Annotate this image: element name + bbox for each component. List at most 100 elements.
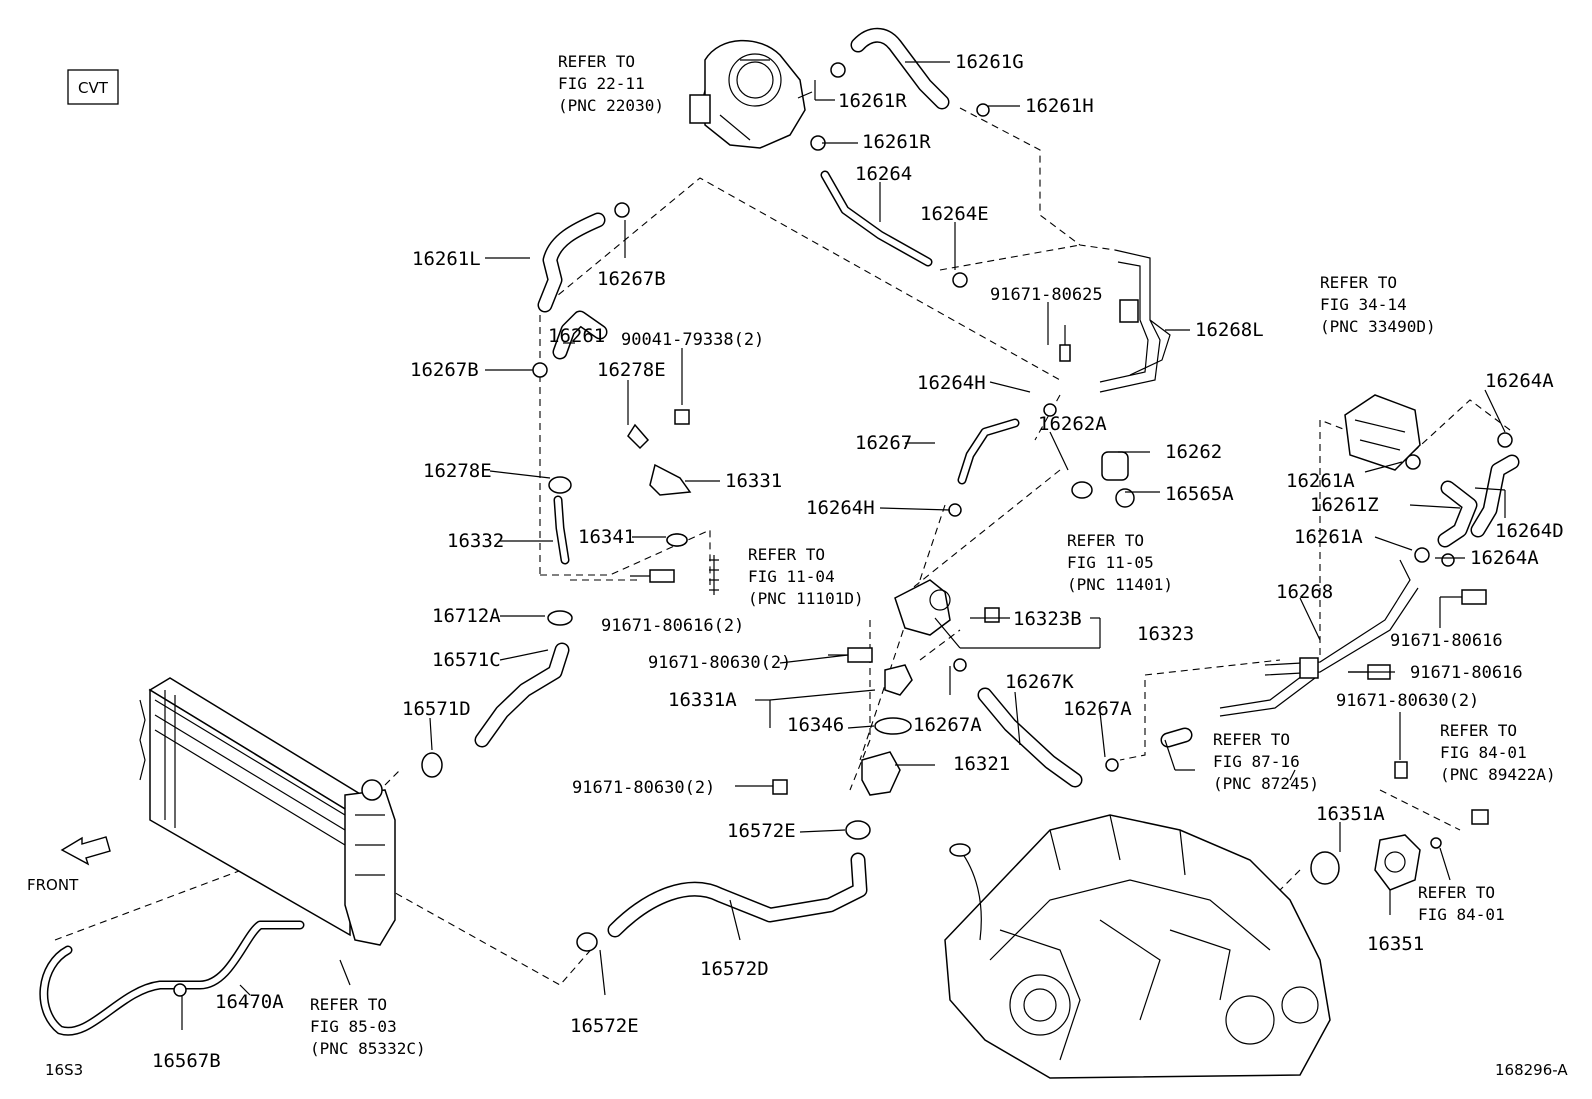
clamps-and-fittings: [173, 62, 1513, 997]
reference-fig-11-05: REFER TO FIG 11-05 (PNC 11401): [1067, 531, 1173, 594]
part-label: 16712A: [432, 605, 501, 627]
part-label: 16571D: [402, 698, 471, 720]
part-label: 16267K: [1005, 671, 1074, 693]
part-label: 16331: [725, 470, 782, 492]
svg-text:REFER TO: REFER TO: [1067, 531, 1144, 550]
part-label: 16268L: [1195, 319, 1264, 341]
part-label: 16321: [953, 753, 1010, 775]
svg-text:(PNC 89422A): (PNC 89422A): [1440, 765, 1556, 784]
ecu-bracket-part: [1344, 394, 1421, 471]
front-arrow-icon: [60, 836, 111, 866]
part-label: 91671-80616: [1410, 663, 1523, 683]
leader-lines: [181, 61, 1506, 1030]
part-label: 16261A: [1286, 470, 1355, 492]
part-label: 16264D: [1495, 520, 1564, 542]
svg-text:REFER TO: REFER TO: [1440, 721, 1517, 740]
svg-text:REFER TO: REFER TO: [558, 52, 635, 71]
part-label: 16267B: [410, 359, 479, 381]
part-label: 16261G: [955, 51, 1024, 73]
reference-fig-11-04: REFER TO FIG 11-04 (PNC 11101D): [748, 545, 864, 608]
part-label: 16346: [787, 714, 844, 736]
part-label: 16565A: [1165, 483, 1234, 505]
svg-text:FIG 87-16: FIG 87-16: [1213, 752, 1300, 771]
part-label: 16262: [1165, 441, 1222, 463]
svg-text:FIG 84-01: FIG 84-01: [1418, 905, 1505, 924]
part-label: 16261Z: [1310, 494, 1379, 516]
part-label: 91671-80616: [1390, 631, 1503, 651]
svg-text:(PNC 11401): (PNC 11401): [1067, 575, 1173, 594]
part-label: 16572E: [727, 820, 796, 842]
part-label: 16268: [1276, 581, 1333, 603]
part-label: 91671-80625: [990, 285, 1103, 305]
svg-text:FIG 11-05: FIG 11-05: [1067, 553, 1154, 572]
svg-text:(PNC 85332C): (PNC 85332C): [310, 1039, 426, 1058]
part-label: 91671-80630(2): [648, 653, 791, 673]
svg-text:REFER TO: REFER TO: [310, 995, 387, 1014]
svg-text:(PNC 11101D): (PNC 11101D): [748, 589, 864, 608]
svg-text:(PNC 87245): (PNC 87245): [1213, 774, 1319, 793]
part-label: 16341: [578, 526, 635, 548]
front-label: FRONT: [27, 876, 79, 894]
svg-text:(PNC 22030): (PNC 22030): [558, 96, 664, 115]
hoses: [39, 27, 1520, 1036]
reference-fig-22-11: REFER TO FIG 22-11 (PNC 22030): [558, 52, 664, 115]
reference-fig-34-14: REFER TO FIG 34-14 (PNC 33490D): [1320, 273, 1436, 336]
part-label: 16351A: [1316, 803, 1385, 825]
assembly-dashed-lines: [54, 107, 1511, 986]
svg-text:REFER TO: REFER TO: [1418, 883, 1495, 902]
reference-fig-84-01-a: REFER TO FIG 84-01 (PNC 89422A): [1440, 721, 1556, 784]
part-label: 16323B: [1013, 608, 1082, 630]
svg-text:FIG 11-04: FIG 11-04: [748, 567, 835, 586]
reference-notes: REFER TO FIG 22-11 (PNC 22030) REFER TO …: [310, 52, 1556, 1058]
part-label: 16264H: [806, 497, 875, 519]
svg-text:REFER TO: REFER TO: [748, 545, 825, 564]
part-label: 16267A: [1063, 698, 1132, 720]
engine-block: [944, 814, 1331, 1079]
part-label: 16267B: [597, 268, 666, 290]
part-label: 91671-80616(2): [601, 616, 744, 636]
water-outlet-assembly: [627, 423, 1421, 891]
part-label: 90041-79338(2): [621, 330, 764, 350]
metal-pipes: [1099, 249, 1419, 717]
part-label: 16331A: [668, 689, 737, 711]
part-label: 91671-80630(2): [572, 778, 715, 798]
part-label: 16267: [855, 432, 912, 454]
radiator: [139, 677, 396, 946]
part-label: 16261: [548, 325, 605, 347]
part-label: 16264A: [1470, 547, 1539, 569]
part-label: 16261A: [1294, 526, 1363, 548]
part-label: 16278E: [597, 359, 666, 381]
part-label: 16264H: [917, 372, 986, 394]
front-direction-indicator: FRONT: [27, 836, 111, 894]
part-label: 16264: [855, 163, 912, 185]
part-label: 16572D: [700, 958, 769, 980]
reference-fig-84-01-b: REFER TO FIG 84-01: [1418, 883, 1505, 924]
part-label: 16323: [1137, 623, 1194, 645]
part-label: 16261R: [862, 131, 931, 153]
svg-text:FIG 85-03: FIG 85-03: [310, 1017, 397, 1036]
part-label: 16261L: [412, 248, 481, 270]
part-number-labels: 16261G 16261R 16261H 16261R 16264 16264E…: [152, 51, 1564, 1072]
svg-text:FIG 22-11: FIG 22-11: [558, 74, 645, 93]
part-label: 16261H: [1025, 95, 1094, 117]
cvt-tag: CVT: [67, 69, 119, 105]
part-label: 16261R: [838, 90, 907, 112]
cvt-tag-text: CVT: [78, 79, 109, 97]
part-label: 16470A: [215, 991, 284, 1013]
part-label: 16264A: [1485, 370, 1554, 392]
part-label: 16262A: [1038, 413, 1107, 435]
page-code: 16S3: [45, 1061, 83, 1079]
part-label: 91671-80630(2): [1336, 691, 1479, 711]
part-label: 16278E: [423, 460, 492, 482]
part-label: 16267A: [913, 714, 982, 736]
reference-fig-85-03: REFER TO FIG 85-03 (PNC 85332C): [310, 995, 426, 1058]
svg-text:FIG 34-14: FIG 34-14: [1320, 295, 1407, 314]
part-label: 16571C: [432, 649, 501, 671]
svg-text:(PNC 33490D): (PNC 33490D): [1320, 317, 1436, 336]
part-label: 16264E: [920, 203, 989, 225]
part-label: 16572E: [570, 1015, 639, 1037]
svg-text:REFER TO: REFER TO: [1320, 273, 1397, 292]
part-label: 16567B: [152, 1050, 221, 1072]
svg-text:REFER TO: REFER TO: [1213, 730, 1290, 749]
